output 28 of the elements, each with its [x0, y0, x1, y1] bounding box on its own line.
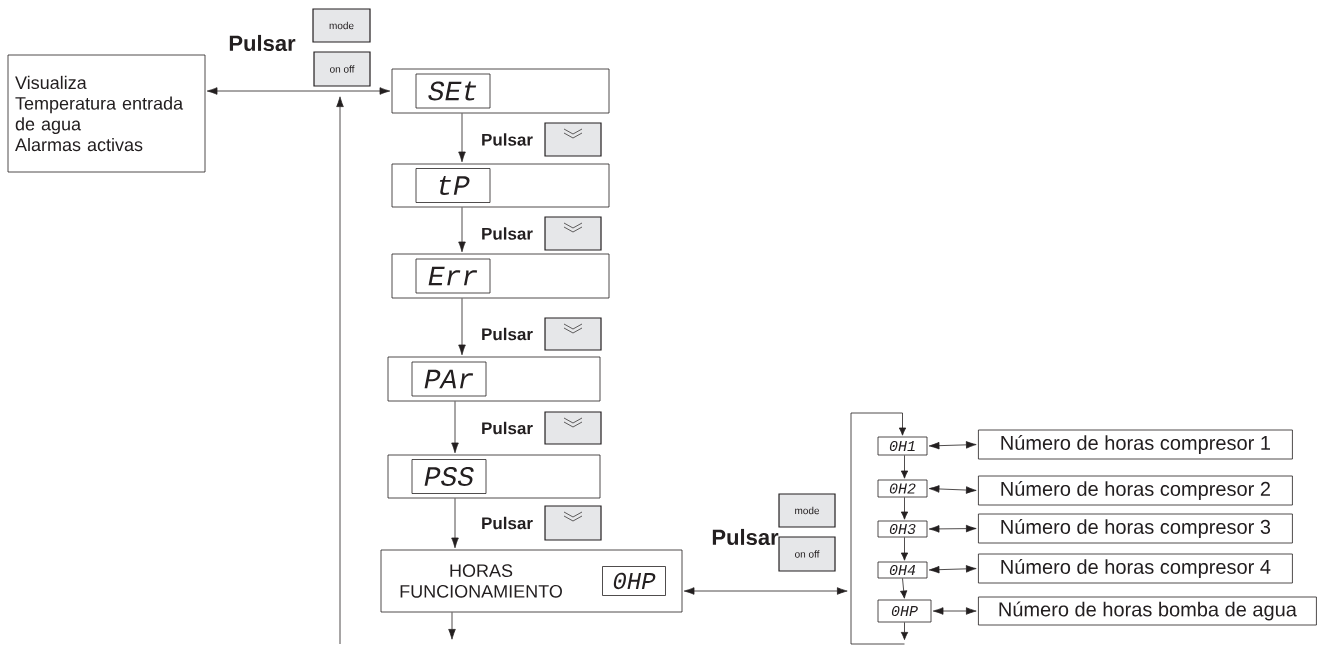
edge-label: Pulsar: [480, 420, 534, 436]
key-button: on off: [313, 51, 371, 87]
edge-label: Pulsar: [480, 226, 534, 241]
key-button: mode: [312, 8, 371, 43]
display-box: Err: [391, 253, 610, 299]
display-readout: 0H4: [877, 561, 928, 579]
edge-label: Pulsar: [480, 132, 534, 147]
display-readout: 0H3: [877, 520, 928, 538]
instruction-label: Pulsar: [229, 34, 296, 52]
display-box: PSS: [387, 454, 601, 499]
text-box: Visualiza Temperatura entrada de agua Alarmas activas: [7, 54, 206, 173]
display-box: PAr: [387, 356, 601, 402]
text-box: Número de horas compresor 1: [978, 429, 1293, 460]
display-box: HORAS FUNCIONAMIENTO 0HP: [380, 549, 683, 613]
edge-label: Pulsar: [480, 515, 534, 531]
instruction-label: Pulsar: [712, 528, 779, 546]
key-button: on off: [778, 536, 836, 572]
display-readout: 0H1: [877, 436, 928, 456]
text-box: Número de horas compresor 2: [978, 475, 1293, 506]
display-readout: 0H2: [877, 479, 928, 498]
edge-label: Pulsar: [480, 326, 534, 342]
text-box: Número de horas compresor 3: [978, 513, 1293, 544]
display-box: tP: [391, 163, 610, 208]
key-button: mode: [778, 493, 836, 528]
display-readout: 0HP: [877, 599, 932, 623]
text-box: Número de horas bomba de agua: [978, 596, 1317, 626]
text-box: Número de horas compresor 4: [978, 553, 1293, 584]
display-box: SEt: [391, 68, 610, 114]
